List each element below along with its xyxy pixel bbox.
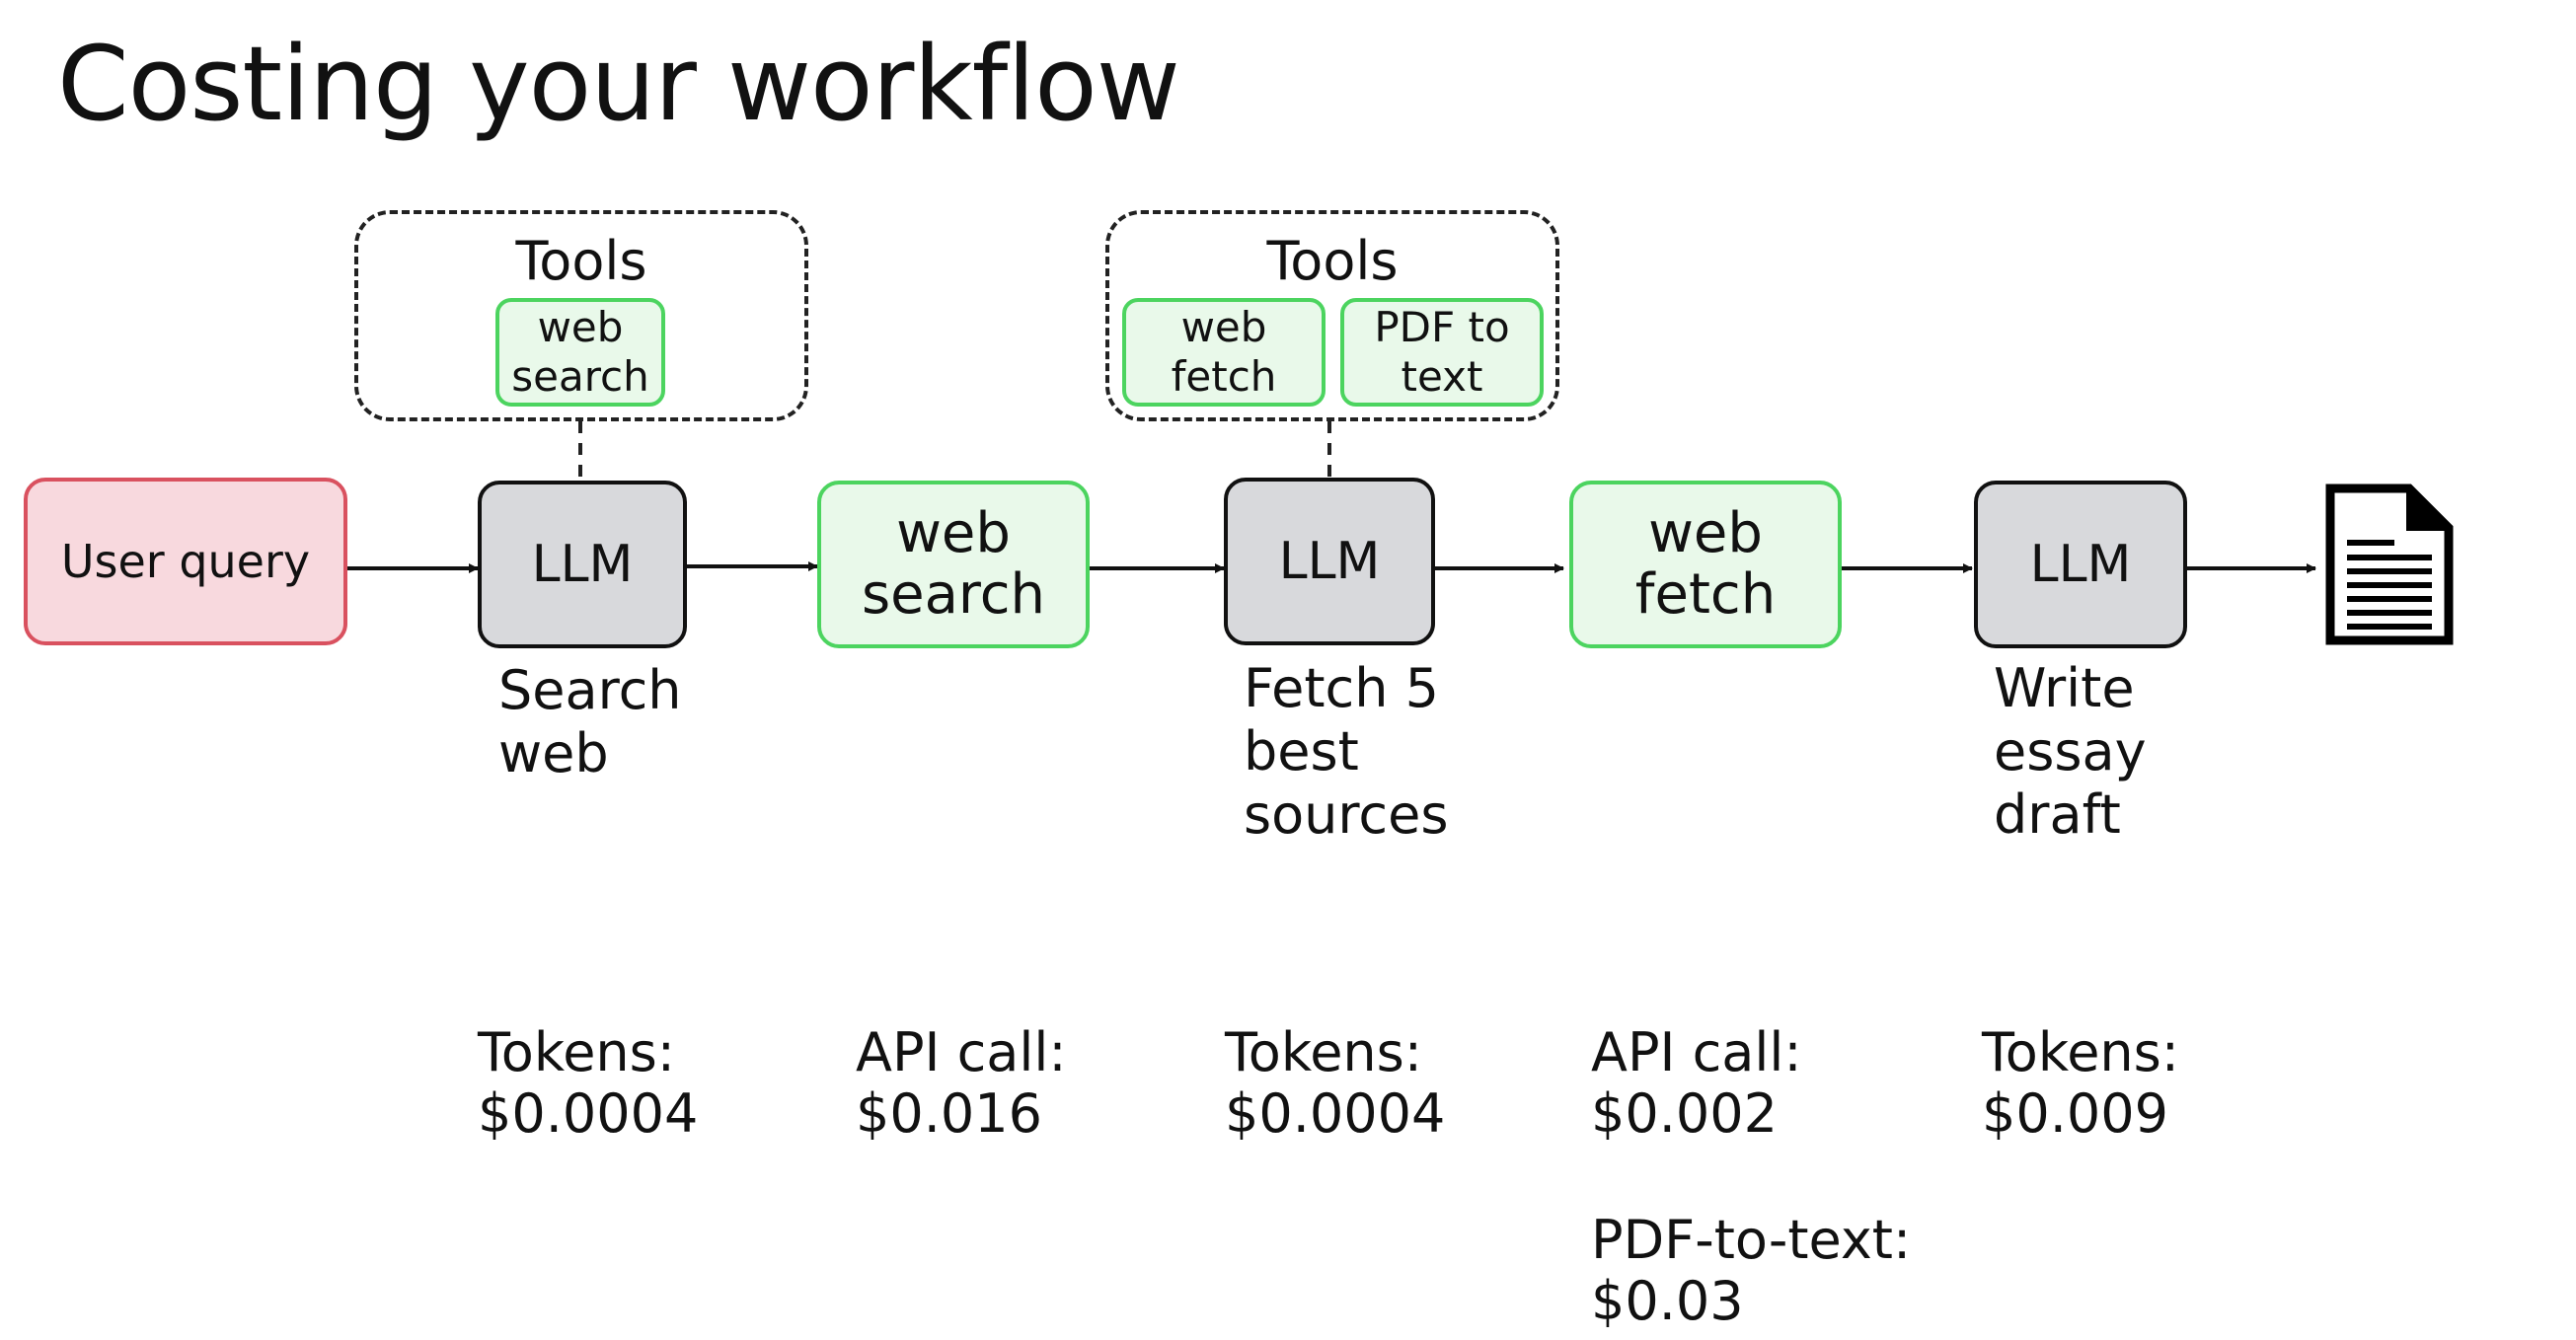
tool-chip-pdf-to-text: PDF to text <box>1340 298 1544 407</box>
step-label-write-draft: Write essay draft <box>1994 657 2147 846</box>
step-label-fetch-sources: Fetch 5 best sources <box>1244 657 1449 846</box>
web-fetch-node: web fetch <box>1569 481 1842 648</box>
page-title: Costing your workflow <box>57 24 1180 144</box>
cost-web-fetch: API call: $0.002 <box>1591 1021 1802 1145</box>
cost-llm-3: Tokens: $0.009 <box>1982 1021 2179 1145</box>
tools-group-search-label: Tools <box>515 230 647 292</box>
tools-group-fetch <box>1105 210 1559 421</box>
llm-node-1: LLM <box>478 481 687 648</box>
tools-group-fetch-label: Tools <box>1266 230 1399 292</box>
cost-llm-1: Tokens: $0.0004 <box>478 1021 699 1145</box>
web-search-node: web search <box>817 481 1090 648</box>
user-query-node: User query <box>24 478 347 645</box>
cost-web-search: API call: $0.016 <box>856 1021 1067 1145</box>
cost-pdf-to-text: PDF-to-text: $0.03 <box>1591 1209 1912 1332</box>
document-icon <box>2325 484 2454 645</box>
llm-node-2: LLM <box>1224 478 1435 645</box>
tool-chip-web-search: web search <box>495 298 665 407</box>
tools-group-search <box>354 210 808 421</box>
step-label-search-web: Search web <box>498 659 682 784</box>
llm-node-3: LLM <box>1974 481 2187 648</box>
tool-chip-web-fetch: web fetch <box>1122 298 1326 407</box>
cost-llm-2: Tokens: $0.0004 <box>1225 1021 1446 1145</box>
